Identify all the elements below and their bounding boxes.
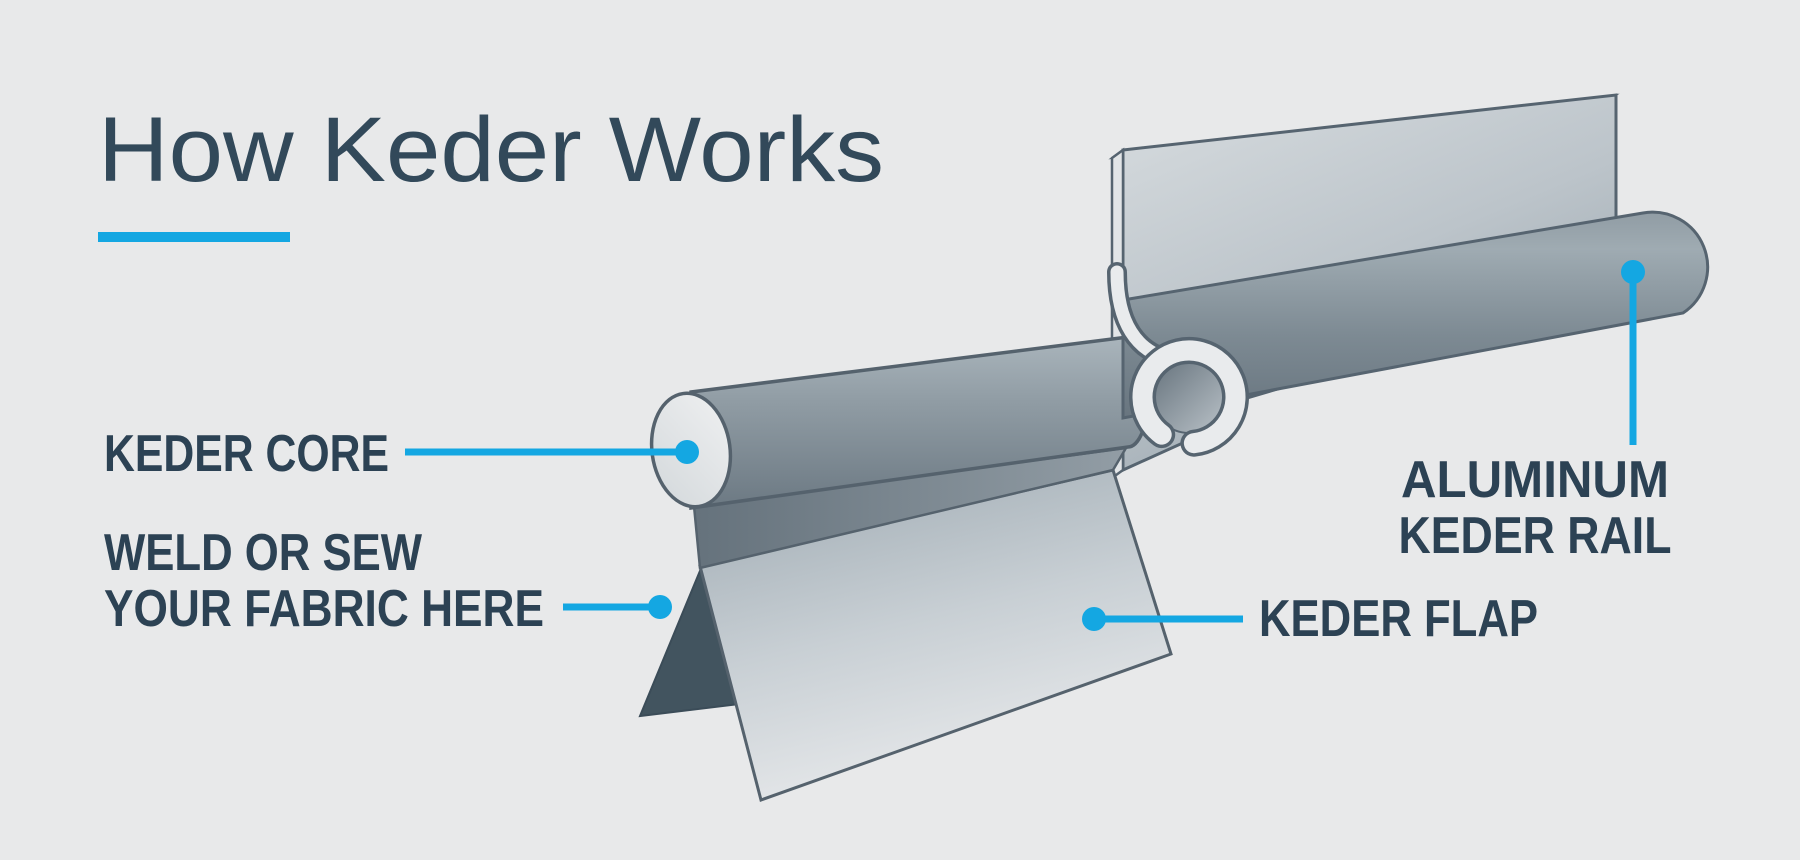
keder-core-leader-dot bbox=[675, 440, 699, 464]
weld-leader-dot bbox=[648, 595, 672, 619]
rail-channel-tube bbox=[1121, 210, 1710, 420]
label-weld-line1: WELD OR SEW bbox=[104, 524, 423, 582]
label-rail-line1: ALUMINUM bbox=[1401, 451, 1669, 509]
leader-lines bbox=[405, 260, 1645, 631]
title-accent-bar bbox=[98, 232, 290, 242]
aluminum-rail-channel bbox=[1107, 210, 1710, 457]
label-rail-line2: KEDER RAIL bbox=[1399, 507, 1672, 565]
channel-c-ring bbox=[1132, 340, 1246, 454]
label-keder-flap: KEDER FLAP bbox=[1259, 590, 1538, 648]
keder-flap-leader-dot bbox=[1082, 607, 1106, 631]
label-keder-core: KEDER CORE bbox=[104, 425, 389, 483]
rail-leader-dot bbox=[1621, 260, 1645, 284]
keder-assembly bbox=[638, 335, 1173, 802]
page-title: How Keder Works bbox=[98, 99, 884, 201]
label-weld-line2: YOUR FABRIC HERE bbox=[104, 580, 544, 638]
